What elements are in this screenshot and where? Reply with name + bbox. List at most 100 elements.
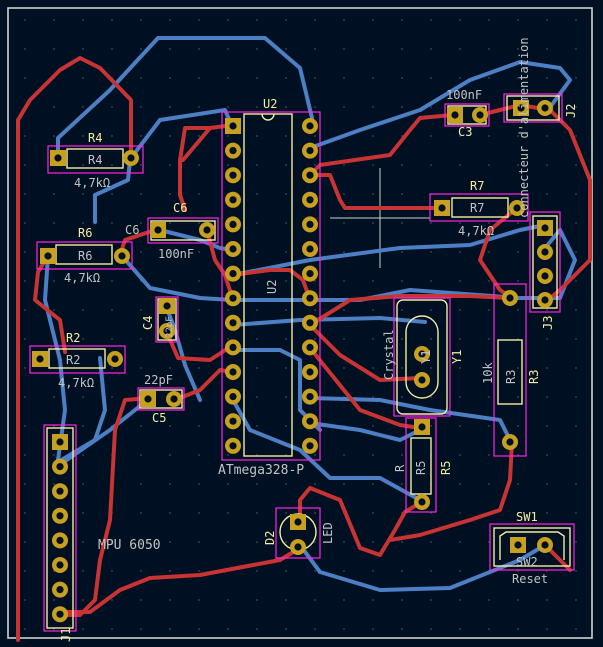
grid-dot [256, 19, 258, 21]
back-track [308, 60, 572, 150]
back-track [120, 254, 234, 302]
grid-dot [372, 309, 374, 311]
j3-pad [537, 220, 553, 236]
grid-dot [575, 251, 577, 253]
grid-dot [24, 599, 26, 601]
grid-dot [575, 367, 577, 369]
sw1-fab: SW2 [516, 555, 538, 569]
grid-dot [575, 135, 577, 137]
grid-dot [82, 280, 84, 282]
grid-dot [285, 193, 287, 195]
grid-dot [169, 222, 171, 224]
grid-dot [82, 309, 84, 311]
grid-dot [372, 454, 374, 456]
grid-dot [256, 193, 258, 195]
grid-dot [343, 309, 345, 311]
grid-dot [198, 541, 200, 543]
grid-dot [285, 164, 287, 166]
grid-dot [53, 106, 55, 108]
j1-ref: J1 [59, 628, 73, 642]
grid-dot [82, 599, 84, 601]
grid-dot [169, 425, 171, 427]
front-track [388, 440, 514, 542]
grid-dot [285, 338, 287, 340]
sw1-value: Reset [512, 572, 548, 586]
grid-dot [227, 164, 229, 166]
c5-pad [140, 391, 156, 407]
grid-dot [169, 48, 171, 50]
grid-dot [488, 628, 490, 630]
grid-dot [82, 425, 84, 427]
grid-dot [459, 396, 461, 398]
grid-dot [82, 193, 84, 195]
grid-dot [430, 19, 432, 21]
grid-dot [53, 396, 55, 398]
grid-dot [227, 19, 229, 21]
grid-dot [285, 309, 287, 311]
j3-pad [537, 244, 553, 260]
grid-dot [169, 193, 171, 195]
grid-dot [24, 367, 26, 369]
r4-pad [123, 150, 139, 166]
back-track [308, 396, 512, 442]
courtyard-j1 [43, 424, 77, 632]
u2-pad [302, 364, 318, 380]
grid-dot [343, 193, 345, 195]
y1-ref: Y1 [450, 350, 464, 364]
grid-dot [285, 222, 287, 224]
grid-dot [256, 512, 258, 514]
grid-dot [24, 512, 26, 514]
grid-dot [256, 338, 258, 340]
grid-dot [575, 483, 577, 485]
grid-dot [82, 512, 84, 514]
grid-dot [198, 19, 200, 21]
grid-dot [314, 106, 316, 108]
courtyard-u2 [221, 111, 321, 461]
j1-pad [52, 434, 68, 450]
grid-dot [343, 628, 345, 630]
grid-dot [53, 483, 55, 485]
grid-dot [430, 570, 432, 572]
grid-dot [111, 541, 113, 543]
grid-dot [198, 164, 200, 166]
grid-dot [459, 425, 461, 427]
front-track [308, 173, 444, 210]
grid-dot [24, 251, 26, 253]
grid-dot [459, 19, 461, 21]
grid-dot [459, 367, 461, 369]
front-track [308, 346, 422, 430]
grid-dot [169, 251, 171, 253]
grid-dot [343, 48, 345, 50]
grid-dot [401, 48, 403, 50]
grid-dot [256, 280, 258, 282]
grid-dot [343, 222, 345, 224]
j3-pad [537, 268, 553, 284]
grid-dot [111, 280, 113, 282]
grid-dot [430, 599, 432, 601]
grid-dot [488, 338, 490, 340]
grid-dot [198, 512, 200, 514]
front-track [298, 486, 427, 557]
c4-value: 22pF [165, 316, 175, 338]
grid-dot [227, 454, 229, 456]
grid-dot [256, 48, 258, 50]
grid-dot [488, 222, 490, 224]
grid-dot [111, 193, 113, 195]
grid-dot [169, 483, 171, 485]
grid-dot [169, 106, 171, 108]
grid-dot [24, 425, 26, 427]
grid-dot [198, 483, 200, 485]
grid-dot [285, 599, 287, 601]
grid-dot [24, 280, 26, 282]
r3-pad [502, 434, 518, 450]
grid-dot [488, 454, 490, 456]
grid-dot [517, 396, 519, 398]
board-edge-cuts [7, 7, 593, 639]
labels: U2 U2 ATmega328-P R4 R4 4,7kΩ R6 R6 4,7k… [58, 37, 578, 642]
silk-r4-body [66, 148, 124, 169]
grid-dot [459, 454, 461, 456]
grid-dot [459, 222, 461, 224]
grid-dot [111, 570, 113, 572]
grid-dot [546, 628, 548, 630]
grid-dot [314, 280, 316, 282]
